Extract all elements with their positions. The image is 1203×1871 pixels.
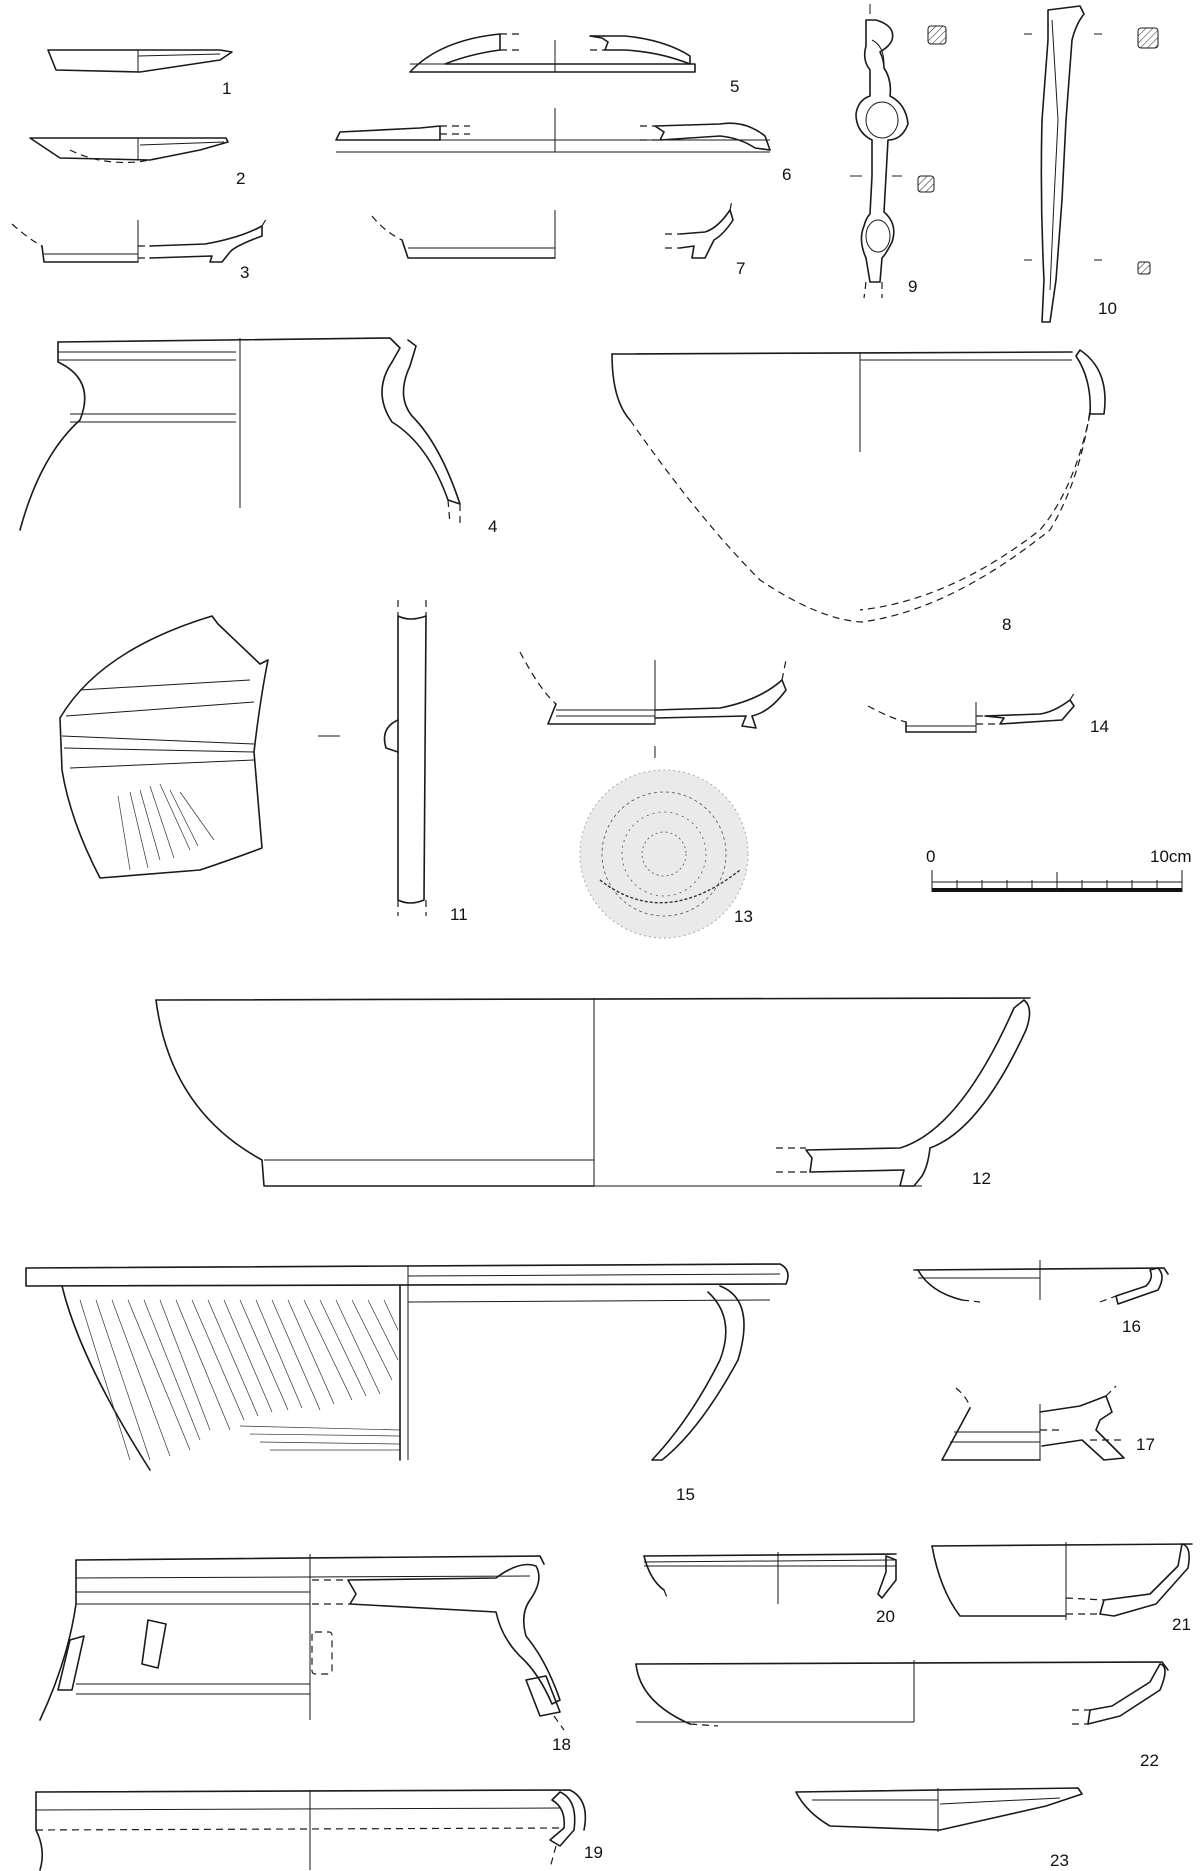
scale-bar: 0 10cm: [926, 847, 1192, 892]
fig-3-label: 3: [240, 263, 249, 282]
fig-23-dish-profile: [795, 1787, 1083, 1832]
fig-6-plate-profile: [335, 108, 771, 153]
fig-4-jar-profile: [19, 337, 461, 531]
fig-14-small-base-profile: [867, 689, 1077, 733]
fig-7-label: 7: [736, 259, 745, 278]
fig-11-label: 11: [450, 905, 468, 924]
fig-20-label: 20: [876, 1607, 895, 1626]
fig-1-label: 1: [222, 79, 231, 98]
fig-17-ring-foot-profile: [941, 1385, 1125, 1461]
fig-2-label: 2: [236, 169, 245, 188]
fig-17-label: 17: [1136, 1435, 1155, 1454]
fig-22-label: 22: [1140, 1751, 1159, 1770]
fig-18-lugged-jar-profile: [39, 1554, 565, 1731]
fig-1-dish-profile: [47, 49, 233, 73]
fig-16-small-dish-profile: [913, 1260, 1169, 1305]
fig-9-label: 9: [908, 277, 917, 296]
fig-16-label: 16: [1122, 1317, 1141, 1336]
scale-end-label: 10cm: [1150, 847, 1192, 866]
fig-5-label: 5: [730, 77, 739, 96]
fig-9-iron-nail: [850, 4, 947, 299]
fig-12-label: 12: [972, 1169, 991, 1188]
fig-10-iron-spike: [1024, 5, 1159, 323]
fig-4-label: 4: [488, 517, 497, 536]
fig-20-small-rim-profile: [643, 1552, 897, 1604]
fig-8-large-bowl-profile: [611, 349, 1106, 623]
fig-7-bowl-base-profile: [371, 199, 734, 259]
fig-3-bowl-base-profile: [11, 215, 269, 263]
fig-13-base-and-bottom-view: [519, 651, 787, 939]
fig-10-label: 10: [1098, 299, 1117, 318]
fig-22-shallow-bowl-profile: [635, 1660, 1169, 1727]
fig-15-basin-profile: [25, 1263, 789, 1471]
fig-21-label: 21: [1172, 1615, 1191, 1634]
fig-14-label: 14: [1090, 717, 1109, 736]
fig-23-label: 23: [1050, 1851, 1069, 1870]
fig-8-label: 8: [1002, 615, 1011, 634]
fig-5-lid-profile: [409, 33, 696, 73]
scale-start-label: 0: [926, 847, 935, 866]
fig-13-label: 13: [734, 907, 753, 926]
fig-18-label: 18: [552, 1735, 571, 1754]
fig-19-rim-profile: [35, 1789, 587, 1871]
fig-12-large-bowl-profile: [155, 997, 1031, 1187]
fig-19-label: 19: [584, 1843, 603, 1862]
fig-15-label: 15: [676, 1485, 695, 1504]
fig-11-body-sherd: [59, 600, 427, 916]
fig-6-label: 6: [782, 165, 791, 184]
fig-21-small-bowl-profile: [931, 1542, 1193, 1620]
fig-2-plate-profile: [29, 137, 229, 164]
